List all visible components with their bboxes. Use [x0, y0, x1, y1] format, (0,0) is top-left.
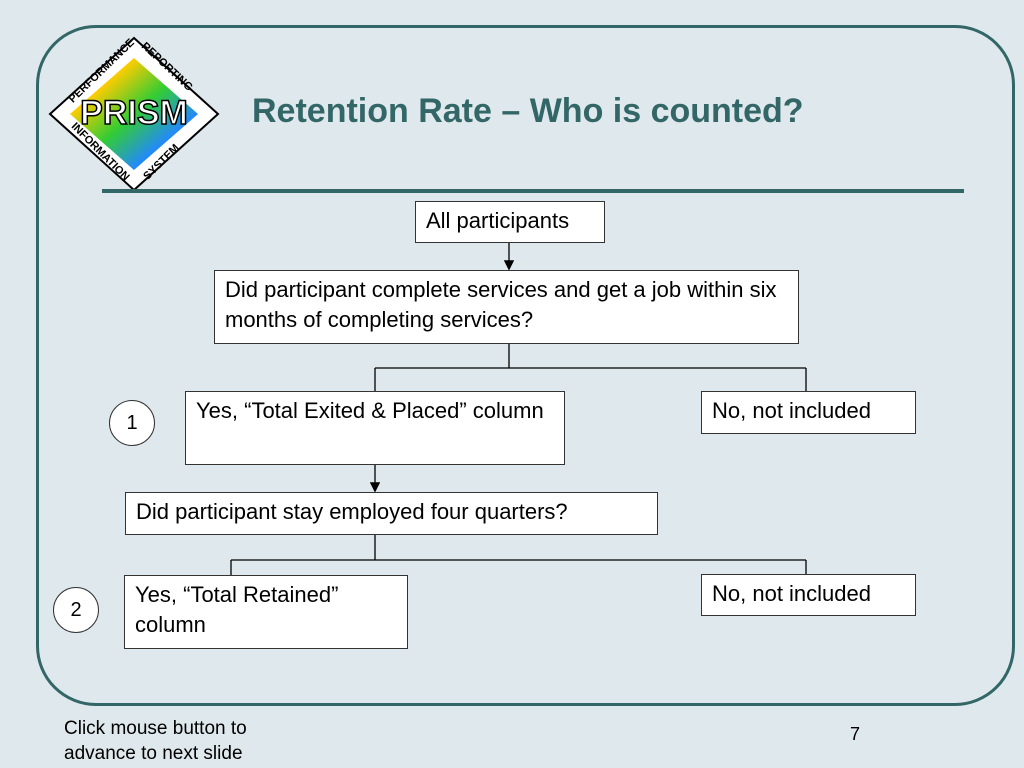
node-no-2: No, not included — [701, 574, 916, 616]
slide-frame — [36, 25, 1015, 706]
logo-center-text: PRISM — [80, 94, 188, 132]
step-marker-2: 2 — [53, 587, 99, 633]
node-yes-retained: Yes, “Total Retained” column — [124, 575, 408, 649]
logo-rainbow-diamond — [70, 58, 198, 170]
node-yes-exited-placed: Yes, “Total Exited & Placed” column — [185, 391, 565, 465]
node-no-1: No, not included — [701, 391, 916, 434]
node-question-2: Did participant stay employed four quart… — [125, 492, 658, 535]
page-number: 7 — [850, 724, 861, 744]
advance-hint-text: Click mouse button to advance to next sl… — [64, 718, 247, 764]
step-marker-1: 1 — [109, 400, 155, 446]
slide-title: Retention Rate – Who is counted? — [252, 92, 804, 130]
prism-logo: PERFORMANCE REPORTING INFORMATION SYSTEM… — [48, 36, 220, 192]
advance-hint: Click mouse button to advance to next sl… — [64, 716, 289, 766]
title-underline — [102, 189, 964, 193]
node-question-1: Did participant complete services and ge… — [214, 270, 799, 344]
node-all-participants: All participants — [415, 201, 605, 243]
